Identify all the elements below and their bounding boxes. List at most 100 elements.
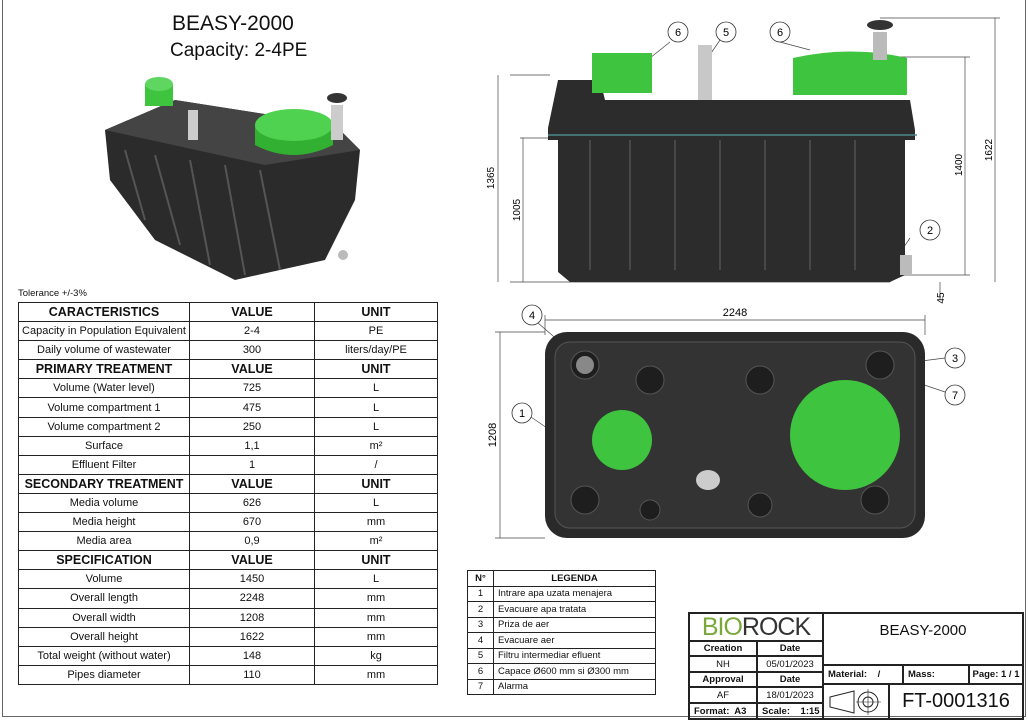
table-cell: UNIT — [314, 359, 438, 380]
dim-45: 45 — [936, 292, 947, 304]
table-cell: CARACTERISTICS — [18, 301, 190, 323]
table-cell: mm — [314, 512, 438, 533]
material: Material: / — [823, 665, 903, 684]
table-cell: 1 — [189, 454, 315, 475]
logo-part: ROCK — [741, 612, 811, 641]
legend-cell: Filtru intermediar efluent — [493, 647, 656, 664]
legend-cell: 3 — [467, 616, 494, 633]
table-cell: Media volume — [18, 492, 190, 514]
table-cell: 725 — [189, 378, 315, 399]
table-cell: L — [314, 416, 438, 437]
table-cell: kg — [314, 645, 438, 666]
approval-date: 18/01/2023 — [757, 687, 823, 703]
table-cell: PRIMARY TREATMENT — [18, 359, 190, 380]
table-cell: 0,9 — [189, 531, 315, 552]
legend-cell: 2 — [467, 601, 494, 618]
table-cell: liters/day/PE — [314, 340, 438, 361]
date-label: Date — [757, 672, 823, 687]
balloon-5: 5 — [723, 27, 729, 39]
table-cell: / — [314, 454, 438, 475]
table-cell: VALUE — [189, 301, 315, 323]
table-cell: m² — [314, 435, 438, 456]
creation-date: 05/01/2023 — [757, 656, 823, 672]
dim-1005: 1005 — [512, 198, 523, 221]
table-cell: 1622 — [189, 626, 315, 647]
table-cell: 148 — [189, 645, 315, 666]
dim-2248: 2248 — [723, 307, 747, 319]
legend-cell: Priza de aer — [493, 616, 656, 633]
legend-cell: N° — [467, 570, 494, 587]
table-cell: Total weight (without water) — [18, 645, 190, 666]
dim-1208: 1208 — [487, 423, 499, 447]
balloon-4: 4 — [529, 310, 535, 322]
table-cell: 2248 — [189, 588, 315, 609]
table-cell: Volume compartment 2 — [18, 416, 190, 437]
table-cell: VALUE — [189, 359, 315, 380]
product-title: BEASY-2000 — [172, 12, 294, 35]
legend-cell: 4 — [467, 632, 494, 649]
table-cell: VALUE — [189, 550, 315, 571]
legend-cell: Intrare apa uzata menajera — [493, 585, 656, 602]
table-cell: Surface — [18, 435, 190, 456]
dim-1622: 1622 — [984, 138, 995, 161]
legend-cell: LEGENDA — [493, 570, 656, 587]
table-cell: 300 — [189, 340, 315, 361]
table-cell: SECONDARY TREATMENT — [18, 473, 190, 494]
table-cell: Pipes diameter — [18, 664, 190, 685]
table-cell: mm — [314, 588, 438, 609]
balloon-6: 6 — [777, 27, 783, 39]
tolerance-note: Tolerance +/-3% — [18, 288, 87, 299]
capacity-subtitle: Capacity: 2-4PE — [170, 40, 308, 61]
balloon-3: 3 — [952, 353, 958, 365]
format: Format: A3 — [689, 703, 757, 719]
date-label: Date — [757, 641, 823, 656]
table-cell: SPECIFICATION — [18, 550, 190, 571]
table-cell: Volume (Water level) — [18, 378, 190, 399]
table-cell: 626 — [189, 492, 315, 514]
table-cell: Overall width — [18, 607, 190, 628]
logo-part: BIO — [701, 612, 743, 641]
table-cell: UNIT — [314, 550, 438, 571]
table-cell: L — [314, 492, 438, 514]
table-cell: Overall length — [18, 588, 190, 609]
scale: Scale: 1:15 — [757, 703, 823, 719]
table-cell: 1450 — [189, 569, 315, 590]
page-number: Page: 1 / 1 — [969, 665, 1023, 684]
tank-3d-view — [105, 77, 360, 280]
creation-value: NH — [689, 656, 757, 672]
table-cell: 110 — [189, 664, 315, 685]
balloon-7: 7 — [952, 390, 958, 402]
legend-cell: Capace Ø600 mm si Ø300 mm — [493, 663, 656, 680]
document-number: FT-0001316 — [889, 684, 1023, 719]
legend-cell: Evacuare aer — [493, 632, 656, 649]
dim-1400: 1400 — [954, 153, 965, 176]
balloon-1: 1 — [519, 408, 525, 420]
table-cell: 2-4 — [189, 321, 315, 342]
creation-label: Creation — [689, 641, 757, 656]
product-name: BEASY-2000 — [823, 613, 1023, 665]
tank-front-view: 1365 1005 1400 1622 45 6 5 6 2 — [486, 17, 1000, 304]
table-cell: Overall height — [18, 626, 190, 647]
table-cell: Volume compartment 1 — [18, 397, 190, 418]
